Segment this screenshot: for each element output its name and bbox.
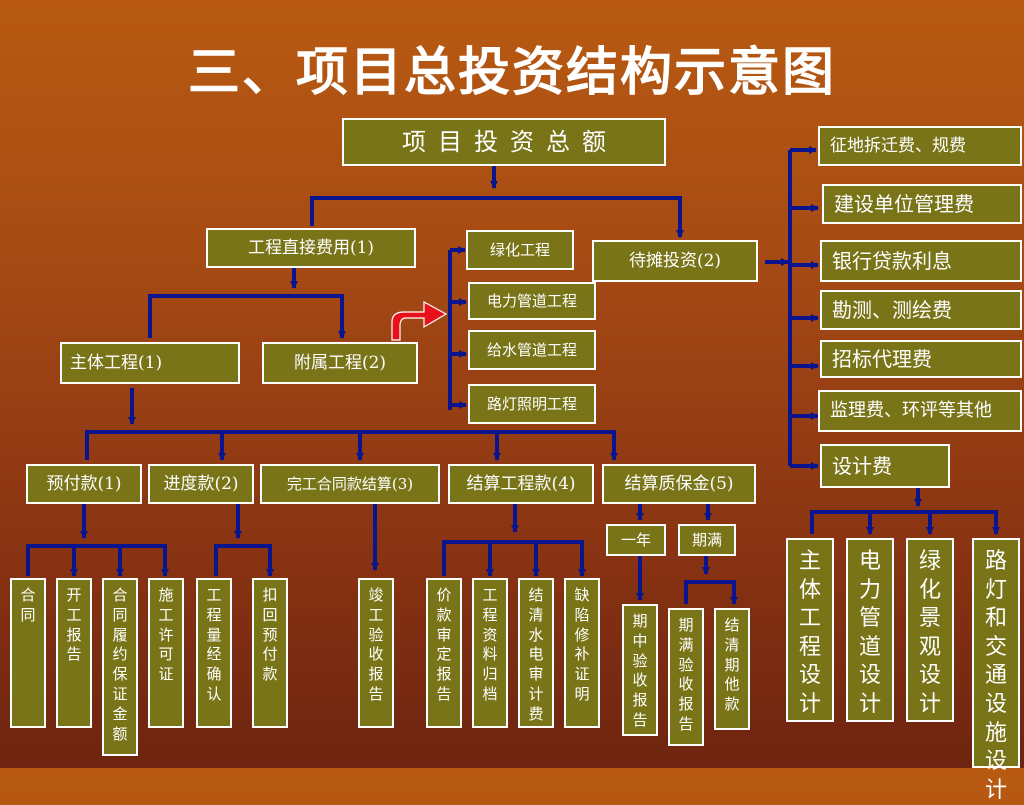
design-item-lighting-traffic: 路灯和交通设施设计 (972, 538, 1020, 803)
design-item-main-works: 主体工程设计 (786, 538, 834, 722)
slide-title: 三、项目总投资结构示意图 (187, 42, 836, 103)
connector-lines (26, 146, 1000, 605)
ancillary-item-power-pipeline: 电力管道工程 (468, 282, 596, 320)
settlement-doc-utility-audit: 结清水电审计费 (518, 578, 554, 728)
direct-costs-node: 工程直接费用(1) (206, 228, 416, 268)
advance-doc-construction-permit: 施工许可证 (148, 578, 184, 728)
root-node-total-investment: 项目投资总额 (342, 118, 666, 166)
amortized-item-management-fee: 建设单位管理费 (822, 184, 1022, 224)
advance-doc-performance-bond: 合同履约保证金额 (102, 578, 138, 756)
ancillary-item-greening: 绿化工程 (466, 230, 574, 270)
design-item-power-pipeline: 电力管道设计 (846, 538, 894, 722)
amortized-item-bid-agency-fee: 招标代理费 (820, 340, 1022, 378)
warranty-period-expiry: 期满 (678, 524, 736, 556)
settlement-doc-price-audit: 价款审定报告 (426, 578, 462, 728)
main-works-node: 主体工程(1) (60, 342, 240, 384)
payment-stage-settlement: 结算工程款(4) (448, 464, 594, 504)
ancillary-item-water-pipeline: 给水管道工程 (468, 330, 596, 370)
amortized-item-design-fee: 设计费 (820, 444, 950, 488)
design-item-landscape: 绿化景观设计 (906, 538, 954, 722)
completion-doc-acceptance-report: 竣工验收报告 (358, 578, 394, 728)
warranty-doc-interim-acceptance: 期中验收报告 (622, 604, 658, 736)
advance-doc-start-report: 开工报告 (56, 578, 92, 728)
ancillary-works-node: 附属工程(2) (262, 342, 418, 384)
payment-stage-progress: 进度款(2) (148, 464, 254, 504)
payment-stage-completion-settlement: 完工合同款结算(3) (260, 464, 440, 504)
red-curved-arrow (391, 300, 448, 341)
progress-doc-quantity-confirmed: 工程量经确认 (196, 578, 232, 728)
amortized-item-loan-interest: 银行贷款利息 (820, 240, 1022, 282)
warranty-period-one-year: 一年 (606, 524, 666, 556)
settlement-doc-defect-repair: 缺陷修补证明 (564, 578, 600, 728)
warranty-doc-expiry-acceptance: 期满验收报告 (668, 608, 704, 746)
payment-stage-warranty: 结算质保金(5) (602, 464, 756, 504)
warranty-doc-settle-other: 结清期他款 (714, 608, 750, 730)
amortized-item-supervision-fee: 监理费、环评等其他 (818, 390, 1022, 432)
amortized-investment-node: 待摊投资(2) (592, 240, 758, 282)
payment-stage-advance: 预付款(1) (26, 464, 142, 504)
amortized-item-land-acquisition: 征地拆迁费、规费 (818, 126, 1022, 166)
settlement-doc-records-archive: 工程资料归档 (472, 578, 508, 728)
progress-doc-deduct-advance: 扣回预付款 (252, 578, 288, 728)
ancillary-item-street-lighting: 路灯照明工程 (468, 384, 596, 424)
advance-doc-contract: 合同 (10, 578, 46, 728)
amortized-item-survey-fee: 勘测、测绘费 (820, 290, 1022, 330)
